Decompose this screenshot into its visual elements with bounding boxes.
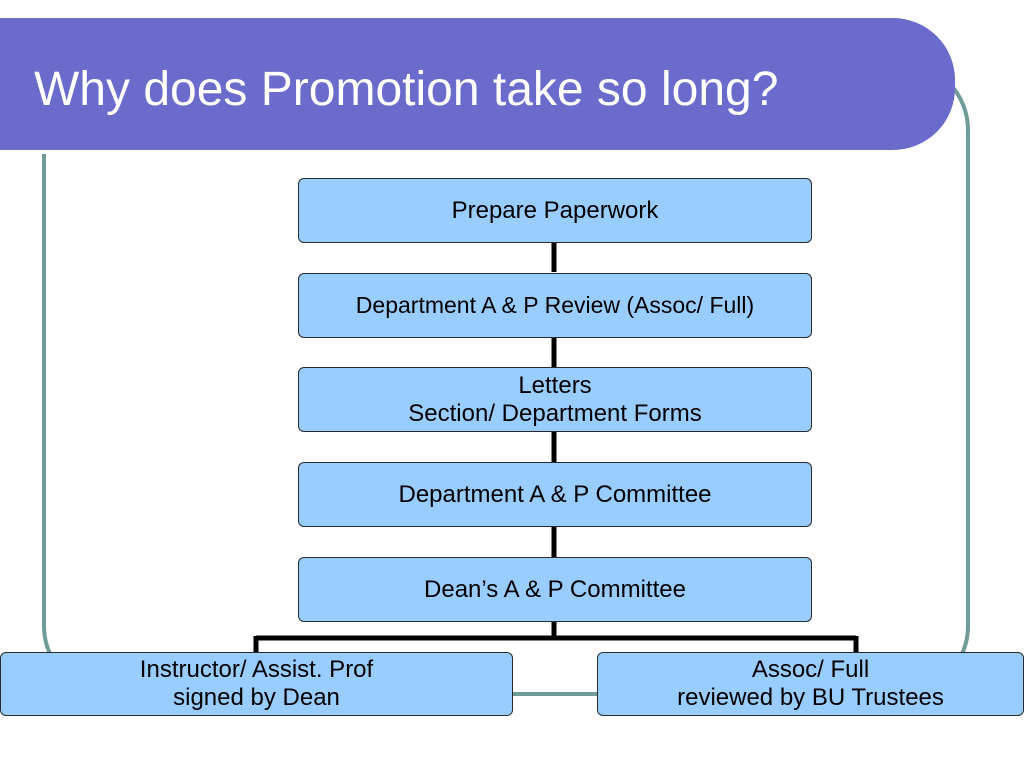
branch-instructor-assistant: Instructor/ Assist. Prof signed by Dean — [0, 652, 513, 716]
step-3-line-2: Section/ Department Forms — [408, 399, 702, 427]
step-department-review: Department A & P Review (Assoc/ Full) — [298, 273, 812, 338]
step-5-line-1: Dean’s A & P Committee — [424, 575, 686, 603]
branch-assoc-full: Assoc/ Full reviewed by BU Trustees — [597, 652, 1024, 716]
step-prepare-paperwork: Prepare Paperwork — [298, 178, 812, 243]
title-underline — [0, 150, 903, 154]
step-2-line-1: Department A & P Review (Assoc/ Full) — [355, 292, 755, 319]
step-1-line-1: Prepare Paperwork — [451, 196, 659, 224]
step-4-line-1: Department A & P Committee — [398, 480, 712, 508]
slide-title: Why does Promotion take so long? — [34, 63, 779, 116]
step-deans-committee: Dean’s A & P Committee — [298, 557, 812, 622]
title-band: Why does Promotion take so long? — [0, 18, 955, 154]
step-letters-forms: Letters Section/ Department Forms — [298, 367, 812, 432]
branch-right-line-1: Assoc/ Full — [751, 656, 870, 684]
branch-left-line-2: signed by Dean — [173, 684, 340, 711]
step-3-line-1: Letters — [518, 371, 592, 399]
branch-right-line-2: reviewed by BU Trustees — [677, 684, 944, 711]
step-department-committee: Department A & P Committee — [298, 462, 812, 527]
branch-left-line-1: Instructor/ Assist. Prof — [139, 656, 374, 684]
